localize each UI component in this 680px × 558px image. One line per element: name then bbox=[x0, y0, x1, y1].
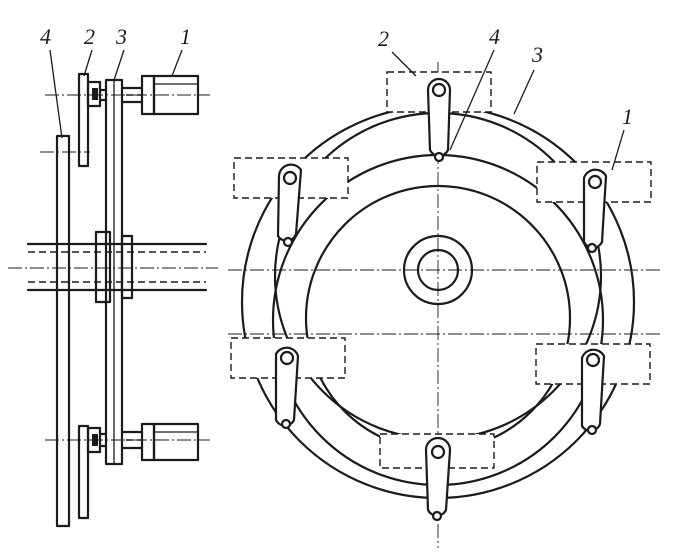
front-label-4: 4 bbox=[489, 24, 500, 49]
front-hub bbox=[402, 234, 474, 306]
front-lever-lower-left bbox=[274, 346, 300, 430]
side-upper-roller-1 bbox=[120, 74, 200, 116]
front-lever-lower-right bbox=[580, 348, 606, 436]
side-label-2: 2 bbox=[84, 24, 95, 49]
side-view: 4 2 3 1 bbox=[8, 24, 218, 528]
side-lower-roller-1 bbox=[120, 422, 200, 462]
front-lever-top bbox=[426, 77, 452, 163]
front-label-3: 3 bbox=[531, 42, 543, 67]
side-lower-lever-2 bbox=[77, 424, 108, 520]
side-label-4: 4 bbox=[40, 24, 51, 49]
side-disc-4 bbox=[55, 134, 71, 528]
side-shaft bbox=[26, 230, 208, 304]
side-upper-lever-2 bbox=[77, 72, 108, 168]
front-view: 2 4 3 1 bbox=[228, 24, 662, 548]
front-lever-upper-right bbox=[582, 168, 608, 254]
side-label-1: 1 bbox=[180, 24, 191, 49]
front-label-2: 2 bbox=[378, 26, 389, 51]
front-lever-upper-left bbox=[276, 163, 303, 248]
side-label-3: 3 bbox=[115, 24, 127, 49]
front-label-1: 1 bbox=[622, 104, 633, 129]
front-lever-bottom bbox=[424, 436, 452, 522]
